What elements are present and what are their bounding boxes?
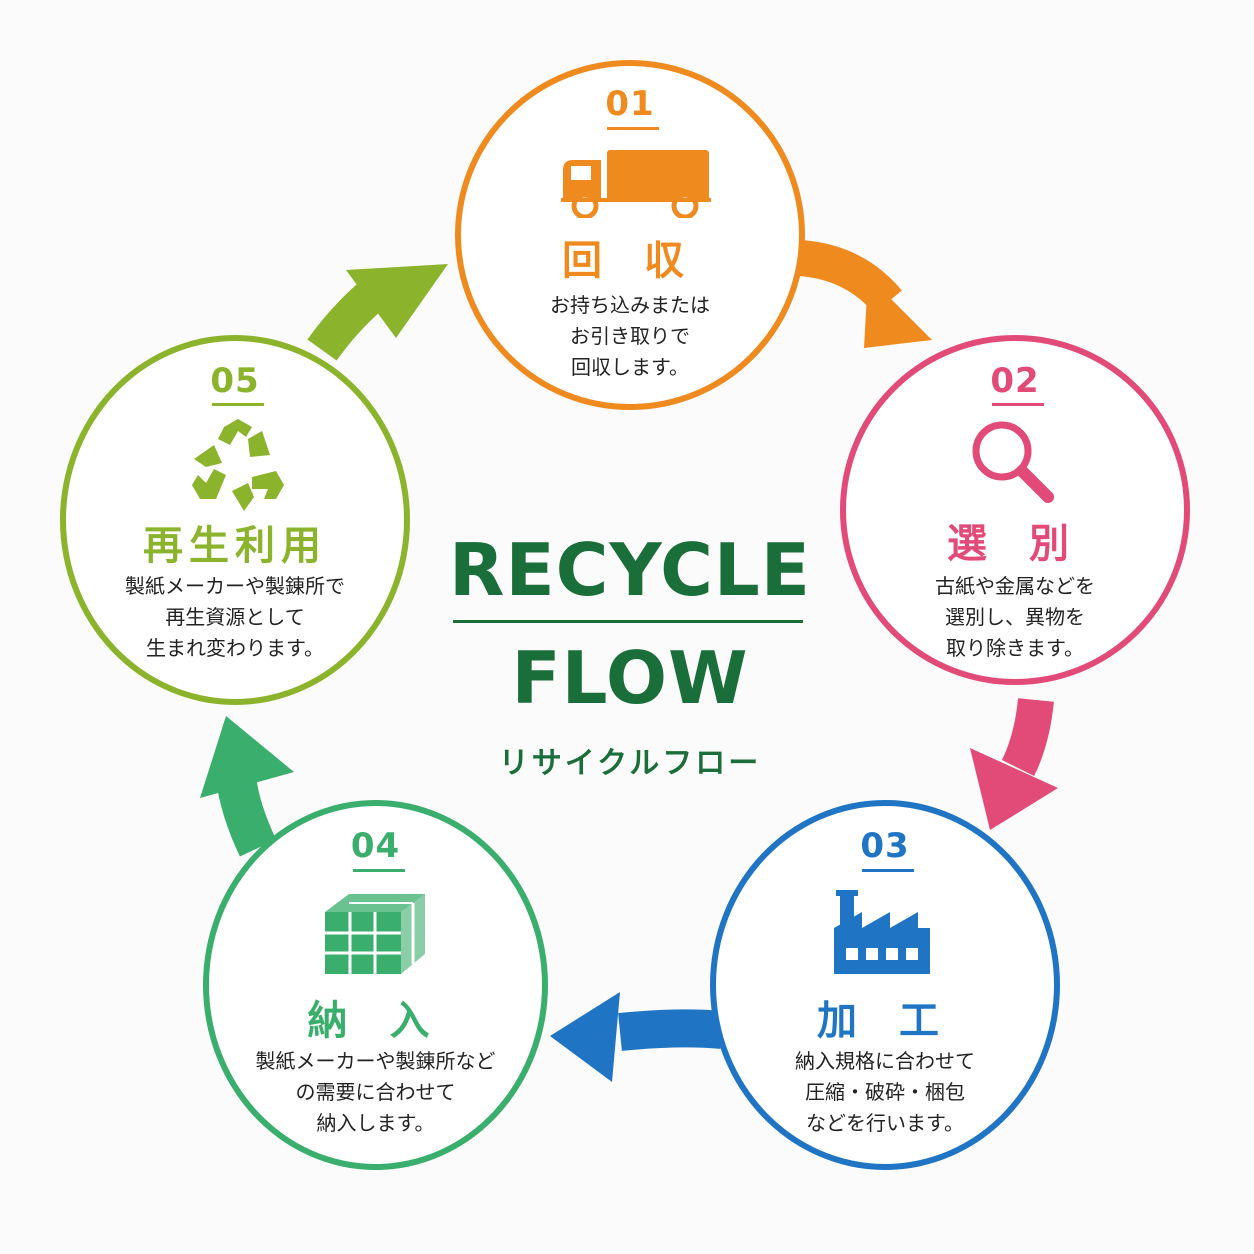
number-underline xyxy=(992,403,1044,406)
center-title-line2: FLOW xyxy=(511,636,749,720)
desc-line: 納入します。 xyxy=(316,1111,435,1135)
desc-line: 生まれ変わります。 xyxy=(146,636,324,660)
center-divider xyxy=(453,620,803,623)
desc-line: 古紙や金属などを xyxy=(935,574,1095,598)
step-02-sorting: 02 選 別 古紙や金属などを 選別し、異物を 取り除きます。 xyxy=(840,335,1190,685)
arrow-01-to-02 xyxy=(798,240,932,348)
desc-line: 納入規格に合わせて xyxy=(795,1049,975,1073)
step-description: 製紙メーカーや製錬所など の需要に合わせて 納入します。 xyxy=(209,1046,542,1139)
truck-icon xyxy=(561,150,711,218)
number-underline xyxy=(607,127,659,130)
number-underline xyxy=(862,869,914,872)
step-description: 古紙や金属などを 選別し、異物を 取り除きます。 xyxy=(846,571,1184,664)
step-title: 納 入 xyxy=(307,998,444,1044)
number-underline xyxy=(353,869,405,872)
step-number: 04 xyxy=(350,826,401,866)
step-03-processing: 03 加 工 納入規格に合わせて 圧縮・破砕・梱包 などを行います。 xyxy=(710,800,1060,1170)
desc-line: 圧縮・破砕・梱包 xyxy=(805,1080,965,1104)
factory-icon xyxy=(834,890,930,974)
step-number: 05 xyxy=(210,361,260,401)
desc-line: 製紙メーカーや製錬所で xyxy=(125,574,345,598)
desc-line: 回収します。 xyxy=(571,355,689,379)
recycle-icon xyxy=(192,419,284,511)
desc-line: 取り除きます。 xyxy=(946,636,1084,660)
step-number: 02 xyxy=(990,361,1040,401)
desc-line: の需要に合わせて xyxy=(295,1080,456,1104)
arrow-04-to-05 xyxy=(200,716,294,857)
step-number: 01 xyxy=(605,84,655,124)
center-title-line1: RECYCLE xyxy=(449,528,811,612)
desc-line: 選別し、異物を xyxy=(945,605,1085,629)
step-number: 03 xyxy=(860,826,910,866)
step-01-collection: 01 回 収 お持ち込みまたは お引き取りで 回収します。 xyxy=(455,60,805,410)
step-04-delivery: 04 納 入 製紙メーカーや製錬所など の需要に合わせて 納入します。 xyxy=(203,800,548,1170)
center-subtitle: リサイクルフロー xyxy=(498,746,762,781)
desc-line: お引き取りで xyxy=(570,324,690,348)
step-title: 回 収 xyxy=(562,238,698,284)
step-description: お持ち込みまたは お引き取りで 回収します。 xyxy=(461,290,799,383)
desc-line: お持ち込みまたは xyxy=(550,293,710,317)
magnifier-icon xyxy=(972,421,1054,503)
step-description: 納入規格に合わせて 圧縮・破砕・梱包 などを行います。 xyxy=(716,1046,1054,1139)
arrow-02-to-03 xyxy=(970,698,1058,830)
desc-line: などを行います。 xyxy=(806,1111,964,1135)
arrow-03-to-04 xyxy=(550,992,724,1082)
arrow-05-to-01 xyxy=(307,264,448,361)
desc-line: 再生資源として xyxy=(165,605,305,629)
step-title: 選 別 xyxy=(947,521,1083,567)
step-title: 加 工 xyxy=(817,998,953,1044)
boxes-icon xyxy=(325,894,425,974)
desc-line: 製紙メーカーや製錬所など xyxy=(255,1049,496,1073)
number-underline xyxy=(212,403,264,406)
step-title: 再生利用 xyxy=(143,523,327,569)
step-05-reuse: 05 再生利用 製紙メーカーや製錬所で 再生資源として 生まれ変わります。 xyxy=(60,335,410,705)
step-description: 製紙メーカーや製錬所で 再生資源として 生まれ変わります。 xyxy=(66,571,404,664)
